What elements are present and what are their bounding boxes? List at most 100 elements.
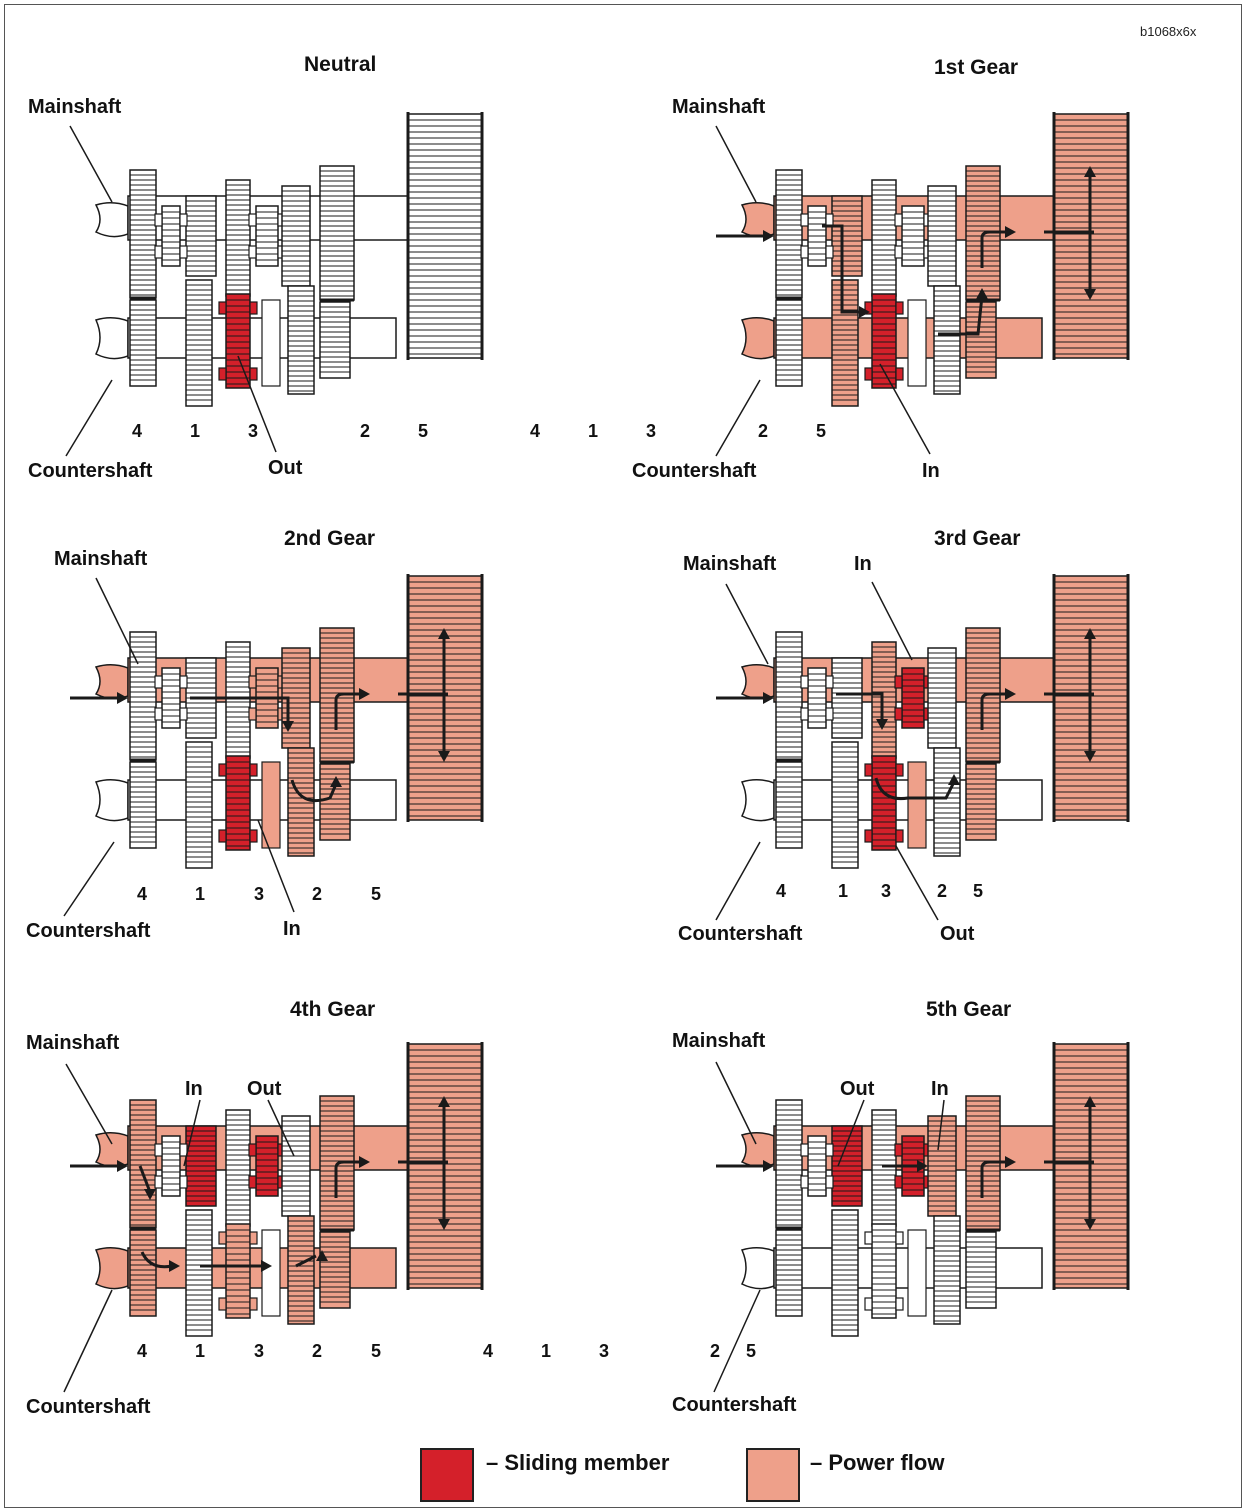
power-flow-arrow [980,1160,1008,1198]
arrow-head [117,1160,128,1172]
sliding-clutch [154,1135,188,1197]
gear-2-main [927,185,957,287]
arrow-head [282,721,294,732]
arrow-head [359,1156,370,1168]
leader-line [937,1099,945,1151]
gear-4-main [775,631,803,761]
leader-line [715,841,761,921]
power-flow-arrow [398,1106,448,1220]
countershaft-label: Countershaft [632,460,757,482]
gear-number: 4 [776,881,787,901]
panel-title-1st: 1st Gear [934,56,1019,79]
output-drum [1052,574,1130,822]
gear-1-counter [185,1209,213,1337]
gear-5-counter [319,301,351,379]
gearset-panel-4 [70,1042,484,1337]
leader-line [257,819,295,913]
mainshaft-label: Mainshaft [672,96,766,118]
gear-5-main [319,165,355,301]
leader-line [95,577,139,665]
gear-4-main [129,631,157,761]
arrow-head [330,776,342,787]
figure-code: b1068x6x [1140,24,1197,39]
power-flow-arrow [822,224,862,314]
countershaft-label: Countershaft [672,1394,797,1416]
gear-2-main [927,647,957,749]
arrow-head [1005,1156,1016,1168]
gear-1-counter [831,741,859,869]
gear-5-counter [965,763,997,841]
panel-title-neutral: Neutral [304,53,377,76]
countershaft-label: Countershaft [26,1396,151,1418]
power-flow-arrow [138,1165,152,1193]
power-flow-arrow [295,1254,317,1268]
gear-2-counter [933,747,961,857]
leader-line [237,355,277,453]
gear-4-counter [129,761,157,849]
input-shaft [740,664,775,700]
power-flow-arrow [1044,176,1094,290]
panel-title-4th: 4th Gear [290,998,376,1021]
mainshaft-label: Mainshaft [672,1030,766,1052]
gear-5-counter [319,763,351,841]
arrow-head [763,692,774,704]
gear-5-counter [965,1231,997,1309]
gear-1-main [185,195,217,277]
gear-4-counter [775,761,803,849]
sliding-clutch [864,1223,904,1319]
gear-number: 1 [195,884,206,904]
gear-number: 1 [541,1341,552,1361]
arrow-head [438,751,450,762]
leader-line [65,379,113,457]
gear-3-main [225,1109,251,1227]
gear-number: 3 [254,1341,265,1361]
gear-number: 4 [137,1341,148,1361]
legend-label-power: – Power flow [810,1450,945,1475]
arrow-head [859,306,870,318]
gear-4-counter [775,1229,803,1317]
gear-number: 2 [312,1341,323,1361]
gear-4-main [129,1099,157,1229]
callout-in: In [931,1078,949,1100]
sliding-clutch [800,667,834,729]
gear-2-main [927,1115,957,1217]
power-flow-arrow [938,295,984,336]
output-drum [406,112,484,360]
leader-line [879,363,931,455]
gear-4-main [129,169,157,299]
mainshaft-label: Mainshaft [54,548,148,570]
gearset-panel-0 [94,112,484,407]
power-flow-arrow [874,777,956,801]
mainshaft-label: Mainshaft [26,1032,120,1054]
gear-4-main [775,1099,803,1229]
sliding-clutch [800,1135,834,1197]
leader-line [837,1099,865,1167]
arrow-head [359,688,370,700]
power-flow-arrow [980,692,1008,730]
sliding-clutch [218,293,258,389]
gear-3-counter [261,299,281,387]
countershaft-tail [94,1247,129,1290]
countershaft-label: Countershaft [28,460,153,482]
gear-number: 1 [838,881,849,901]
arrow-head [144,1189,156,1200]
gear-number: 5 [746,1341,757,1361]
leader-line [715,1061,757,1145]
leader-line [65,1063,113,1145]
gear-2-counter [933,1215,961,1325]
gear-number: 1 [195,1341,206,1361]
arrow-head [976,288,988,299]
countershaft-label: Countershaft [26,920,151,942]
power-flow-arrow [1044,638,1094,752]
callout-in: In [283,918,301,940]
sliding-clutch [154,205,188,267]
gear-4-main [775,169,803,299]
countershaft-tail [94,317,129,360]
arrow-head [438,628,450,639]
gear-2-main [281,1115,311,1217]
leader-line [63,841,115,917]
power-flow-arrow [334,692,362,730]
sliding-clutch [218,755,258,851]
gear-number: 1 [190,421,201,441]
gear-number: 5 [371,884,382,904]
